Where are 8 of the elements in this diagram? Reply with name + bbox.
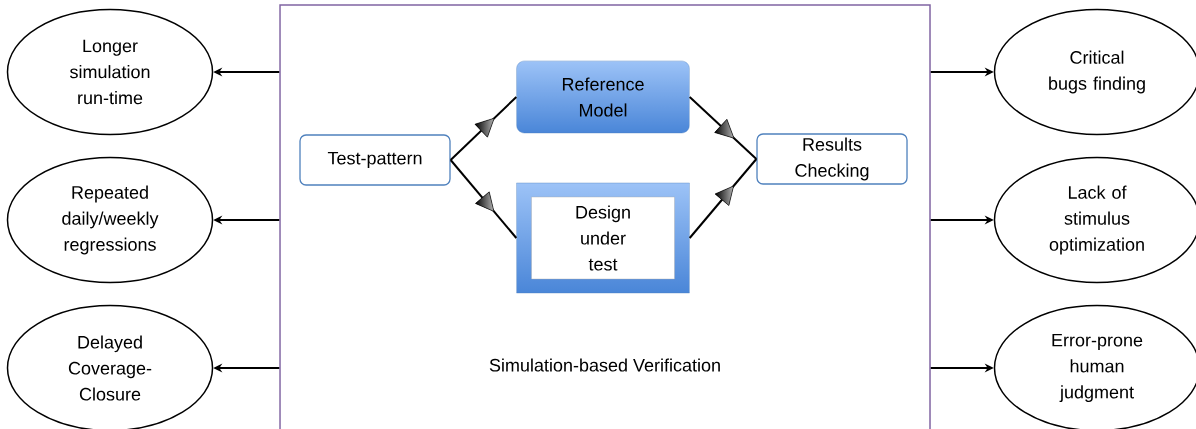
process-box: Test-pattern xyxy=(299,134,451,186)
arrow xyxy=(449,159,518,239)
arrow xyxy=(449,96,518,161)
model-box: Reference Model xyxy=(516,60,690,134)
process-box: Results Checking xyxy=(756,133,908,185)
arrow xyxy=(688,158,758,239)
design-box: Design under test xyxy=(516,182,690,294)
arrow xyxy=(688,96,758,160)
